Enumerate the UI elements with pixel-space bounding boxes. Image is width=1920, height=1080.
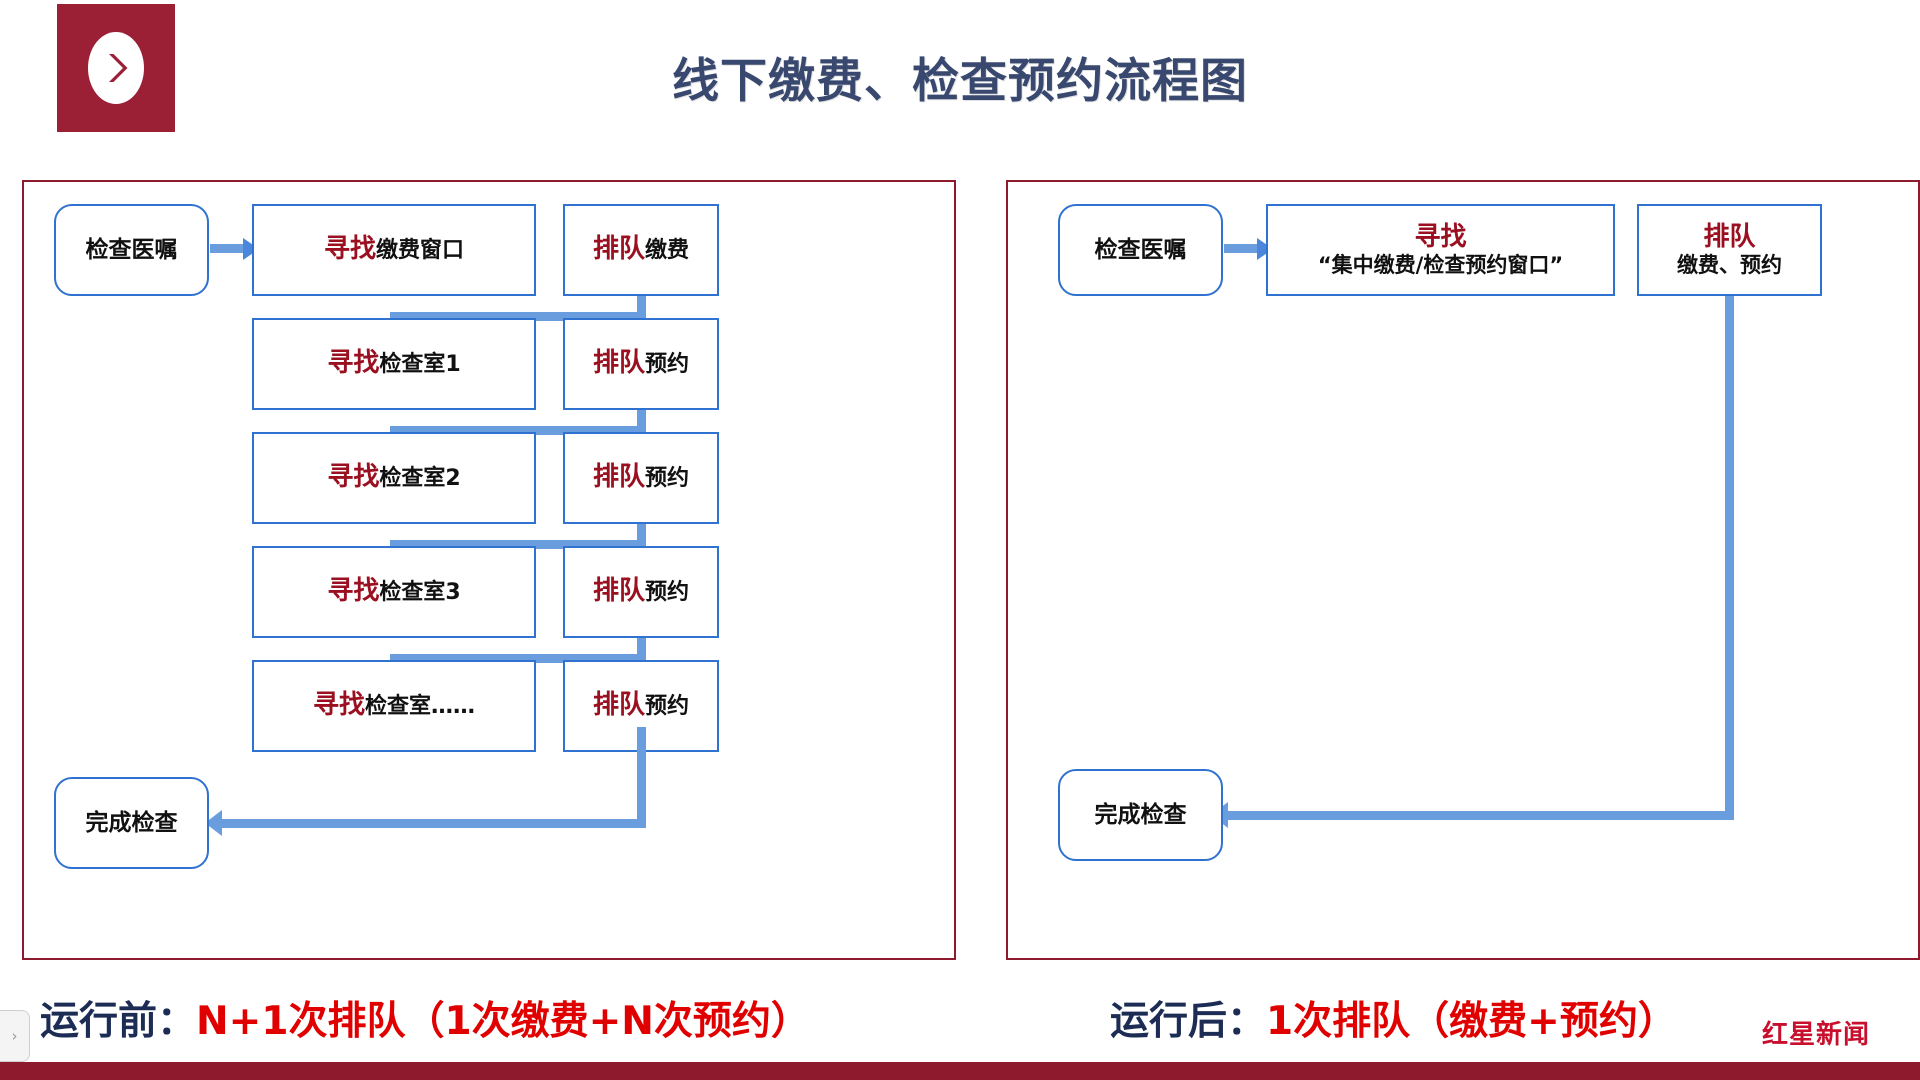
connector-1-corner xyxy=(390,312,399,321)
news-watermark-text: 红星新闻 xyxy=(1762,1020,1871,1050)
connector-2-vert-right xyxy=(637,410,646,434)
caption-before-value: N+1次排队（1次缴费+N次预约） xyxy=(196,999,810,1044)
node-find-2[interactable]: 寻找检查室1 xyxy=(252,318,536,410)
node-queue-2-label: 预约 xyxy=(645,352,690,378)
node-left-start[interactable]: 检查医嘱 xyxy=(54,204,209,296)
node-queue-2[interactable]: 排队预约 xyxy=(563,318,719,410)
node-find-1[interactable]: 寻找缴费窗口 xyxy=(252,204,536,296)
node-find-4-accent: 寻找 xyxy=(327,576,380,607)
caption-before-prefix: 运行前： xyxy=(40,999,197,1044)
node-queue-3[interactable]: 排队预约 xyxy=(563,432,719,524)
connector-4-horiz xyxy=(390,654,646,663)
node-find-3[interactable]: 寻找检查室2 xyxy=(252,432,536,524)
node-queue-4[interactable]: 排队预约 xyxy=(563,546,719,638)
node-find-2-label: 检查室1 xyxy=(379,352,461,378)
right-connector-vert xyxy=(1725,296,1734,820)
node-queue-3-accent: 排队 xyxy=(592,462,645,493)
node-right-queue[interactable]: 排队 缴费、预约 xyxy=(1637,204,1822,296)
caption-after: 运行后：1次排队（缴费+预约） xyxy=(1110,990,1677,1046)
node-find-2-accent: 寻找 xyxy=(327,348,380,379)
node-right-end-label: 完成检查 xyxy=(1094,801,1187,828)
node-right-end[interactable]: 完成检查 xyxy=(1058,769,1223,861)
right-connector-horiz xyxy=(1228,811,1734,820)
connector-4-vert-right xyxy=(637,638,646,662)
caption-after-value: 1次排队（缴费+预约） xyxy=(1266,999,1677,1044)
node-queue-5-label: 预约 xyxy=(645,694,690,720)
node-find-3-accent: 寻找 xyxy=(327,462,380,493)
node-find-5-accent: 寻找 xyxy=(312,690,365,721)
connector-final-arrow xyxy=(205,810,222,836)
node-find-1-label: 缴费窗口 xyxy=(376,238,465,264)
node-find-3-label: 检查室2 xyxy=(379,466,461,492)
node-queue-3-label: 预约 xyxy=(645,466,690,492)
news-watermark: 红星新闻 xyxy=(1762,1014,1870,1051)
node-queue-1-accent: 排队 xyxy=(592,234,645,265)
brand-logo-badge xyxy=(57,4,175,132)
caption-before: 运行前：N+1次排队（1次缴费+N次预约） xyxy=(40,990,810,1046)
connector-final-horiz xyxy=(222,819,646,828)
page-title: 线下缴费、检查预约流程图 xyxy=(672,54,1248,109)
node-right-find-label: “集中缴费/检查预约窗口” xyxy=(1317,252,1564,277)
before-flow-panel: 检查医嘱 寻找缴费窗口 排队缴费 寻找检查室1 排队预约 寻找检查室2 排队预约… xyxy=(22,180,956,960)
after-flow-panel: 检查医嘱 寻找 “集中缴费/检查预约窗口” 排队 缴费、预约 完成检查 xyxy=(1006,180,1920,960)
node-right-queue-accent: 排队 xyxy=(1703,221,1756,252)
chevron-right-circle-icon xyxy=(88,32,144,104)
right-start-arrow-shaft xyxy=(1224,244,1258,253)
node-queue-4-accent: 排队 xyxy=(592,576,645,607)
node-find-5-label: 检查室…… xyxy=(365,694,476,720)
node-right-find-accent: 寻找 xyxy=(1414,221,1467,252)
node-queue-1[interactable]: 排队缴费 xyxy=(563,204,719,296)
node-queue-2-accent: 排队 xyxy=(592,348,645,379)
node-find-4[interactable]: 寻找检查室3 xyxy=(252,546,536,638)
node-queue-5-accent: 排队 xyxy=(592,690,645,721)
node-find-1-accent: 寻找 xyxy=(323,234,376,265)
connector-1-vert-right xyxy=(637,296,646,320)
node-left-start-label: 检查医嘱 xyxy=(85,236,178,263)
bottom-accent-bar xyxy=(0,1062,1920,1080)
connector-3-vert-right xyxy=(637,524,646,548)
connector-1-horiz xyxy=(390,312,646,321)
node-right-queue-label: 缴费、预约 xyxy=(1677,252,1782,277)
connector-3-horiz xyxy=(390,540,646,549)
node-queue-1-label: 缴费 xyxy=(645,238,690,264)
node-left-end[interactable]: 完成检查 xyxy=(54,777,209,869)
node-right-find[interactable]: 寻找 “集中缴费/检查预约窗口” xyxy=(1266,204,1615,296)
node-right-start[interactable]: 检查医嘱 xyxy=(1058,204,1223,296)
connector-final-vert xyxy=(637,727,646,827)
start-arrow-shaft xyxy=(210,244,244,253)
node-left-end-label: 完成检查 xyxy=(85,809,178,836)
node-find-5[interactable]: 寻找检查室…… xyxy=(252,660,536,752)
node-queue-4-label: 预约 xyxy=(645,580,690,606)
node-find-4-label: 检查室3 xyxy=(379,580,461,606)
connector-2-horiz xyxy=(390,426,646,435)
node-right-start-label: 检查医嘱 xyxy=(1094,236,1187,263)
chevron-right-icon[interactable]: › xyxy=(0,1010,30,1062)
caption-after-prefix: 运行后： xyxy=(1110,999,1267,1044)
